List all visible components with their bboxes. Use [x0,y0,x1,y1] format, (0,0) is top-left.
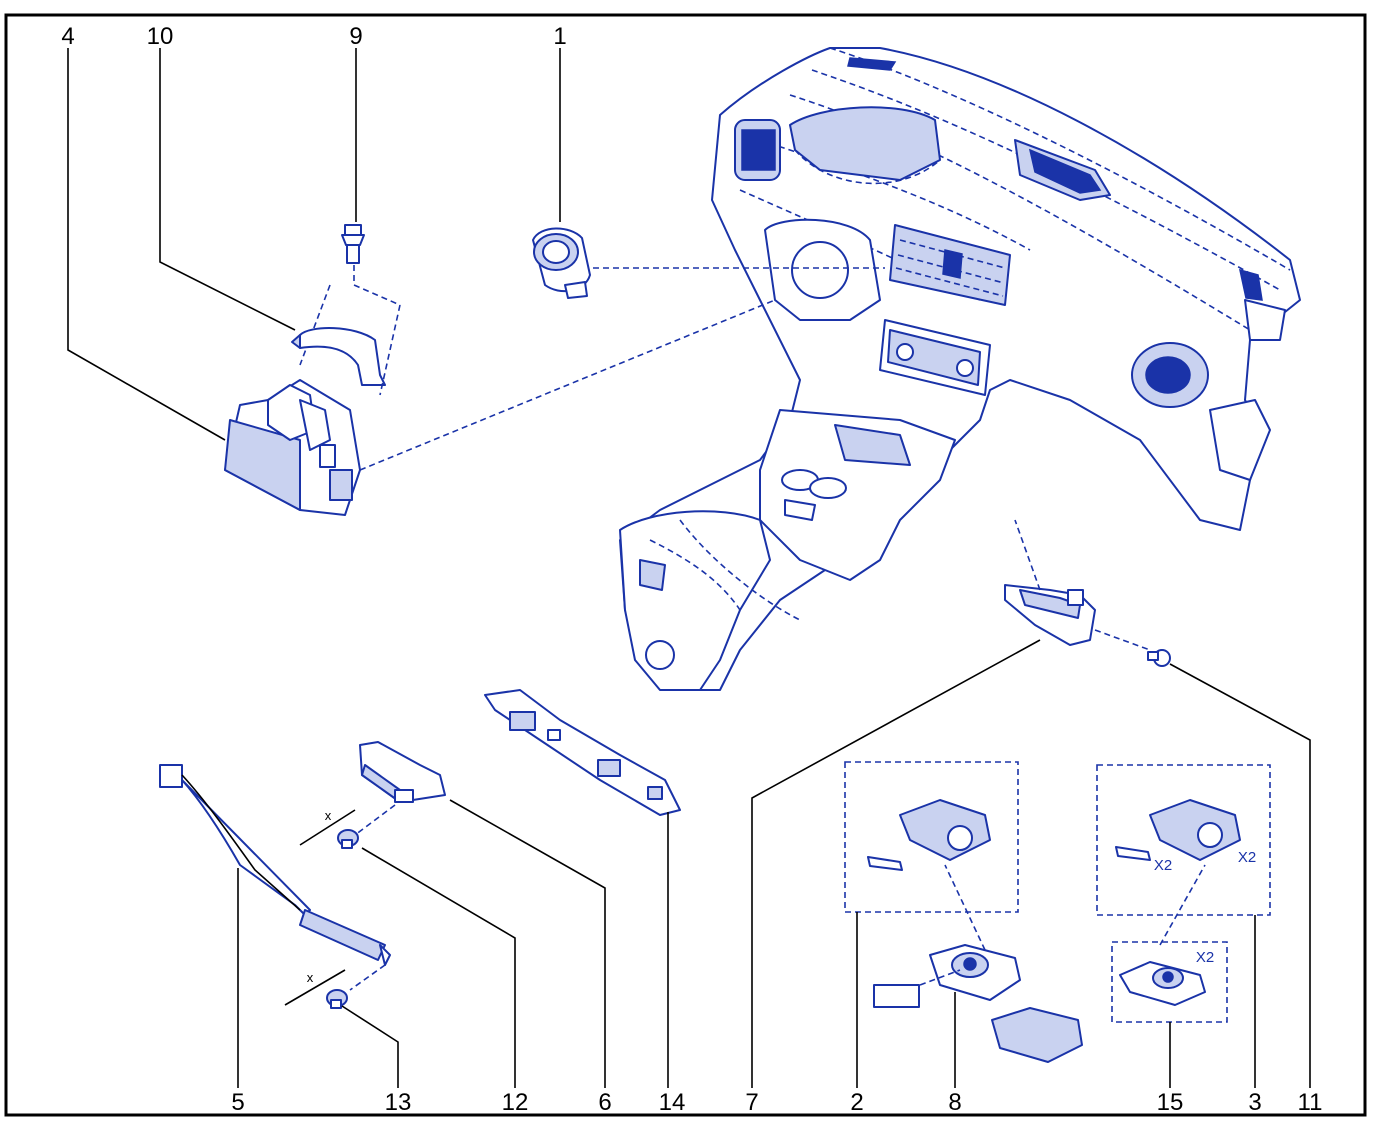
part-8-bezel [929,944,1021,1001]
callout-12: 12 [502,1089,529,1116]
part-4-housing [224,379,361,516]
dashboard-assembly [619,47,1301,691]
part-10-guide-line [379,304,401,396]
callout-9: 9 [349,23,362,50]
part-1-knob [532,227,591,299]
part-11-screw [1147,649,1171,667]
kit-2-box [844,761,1019,913]
part-13-bulb [326,989,348,1009]
diagram-frame [4,13,1367,1117]
kit-2-pin [867,856,903,871]
part-14-bracket [484,689,681,816]
part-9-screw [341,224,365,264]
callout-5: 5 [231,1089,244,1116]
callout-numbers: 4 10 9 1 5 13 12 6 14 7 2 8 15 3 11 [61,23,1322,1116]
dimension-arrow-lower [284,969,346,1006]
kit-3-pin [1115,846,1151,861]
callout-11: 11 [1298,1089,1323,1116]
kit-3-box [1096,764,1271,916]
callout-7: 7 [745,1089,758,1116]
kit-3-arrow [1159,864,1206,946]
part-8-arrow [919,969,961,986]
part-6-holder [359,741,446,803]
callout-4: 4 [61,23,74,50]
dimension-x-lower: x [307,970,314,985]
kit-3-pin-multiplier: X2 [1154,857,1172,874]
callout-3: 3 [1248,1089,1261,1116]
part-7-bracket [1004,584,1096,646]
kit-2-arrow [944,864,986,951]
callout-13: 13 [385,1089,412,1116]
kit-2-plate [899,799,991,861]
part-5-cable-strip [159,764,391,966]
kit-15-multiplier: X2 [1196,949,1214,966]
dimension-x-upper: x [325,808,332,823]
part-12-bulb [337,829,359,849]
part-7-guide-line [1014,519,1151,651]
callout-2: 2 [850,1089,863,1116]
callout-8: 8 [948,1089,961,1116]
part-8-pad [873,984,920,1008]
callout-10: 10 [147,23,174,50]
part-6-guide-line [354,804,396,836]
part-10-clip [291,327,386,386]
callout-6: 6 [598,1089,611,1116]
dimension-arrow-upper [299,809,356,846]
callout-14: 14 [659,1089,686,1116]
callout-1: 1 [553,23,566,50]
callout-15: 15 [1157,1089,1184,1116]
leader-lines [67,48,1311,1088]
part-4-guide-line [359,299,776,471]
kit-3-plate-multiplier: X2 [1238,849,1256,866]
part-5-guide-line [349,964,386,991]
part-8-cover [991,1007,1083,1063]
kit-3-plate [1149,799,1241,861]
part-9-guide-line [299,265,401,366]
kit-15-bezel [1119,961,1206,1006]
